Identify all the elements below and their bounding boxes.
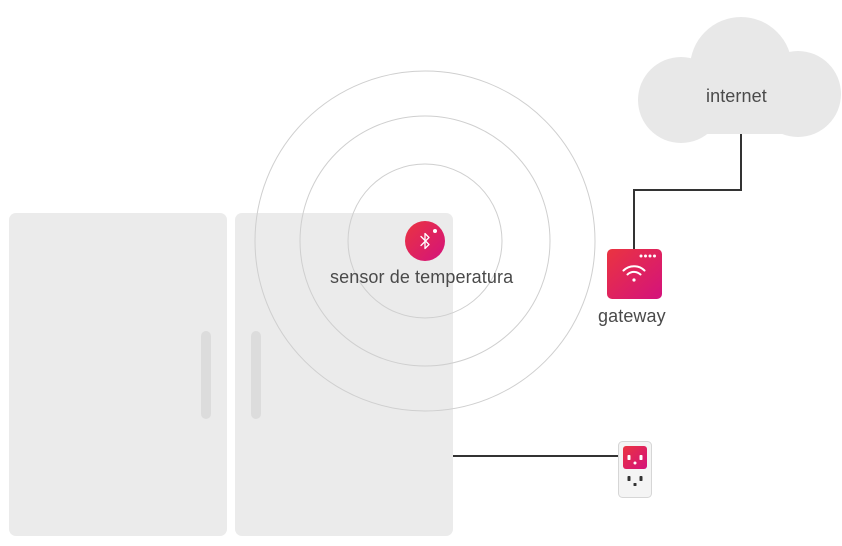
- sensor-dot: [433, 229, 437, 233]
- internet-label: internet: [706, 86, 767, 106]
- wifi-icon: [622, 265, 646, 282]
- sensor-label: sensor de temperatura: [330, 267, 514, 287]
- gateway: [607, 249, 662, 299]
- sensor: [405, 221, 445, 261]
- fridge-left-door: [9, 213, 227, 536]
- fridge-right-handle: [251, 331, 261, 419]
- plug-outlet-socket: [627, 476, 643, 486]
- signal-ring-inner: [347, 163, 503, 319]
- cloud-icon: [638, 17, 841, 143]
- plug-smart-socket: [627, 455, 643, 465]
- plug-smart-module: [623, 446, 647, 469]
- signal-ring-outer: [254, 70, 596, 412]
- refrigerator-icon: [9, 213, 453, 536]
- signal-rings: [254, 70, 596, 412]
- gateway-status-dots: [639, 254, 656, 258]
- fridge-right-door: [235, 213, 453, 536]
- gateway-body: [607, 249, 662, 299]
- signal-ring-middle: [299, 115, 551, 367]
- gateway-label: gateway: [598, 306, 666, 326]
- fridge-left-handle: [201, 331, 211, 419]
- smart-plug-icon: [618, 441, 652, 498]
- bluetooth-icon: [420, 232, 430, 250]
- cloud-gateway-connector: [633, 134, 742, 249]
